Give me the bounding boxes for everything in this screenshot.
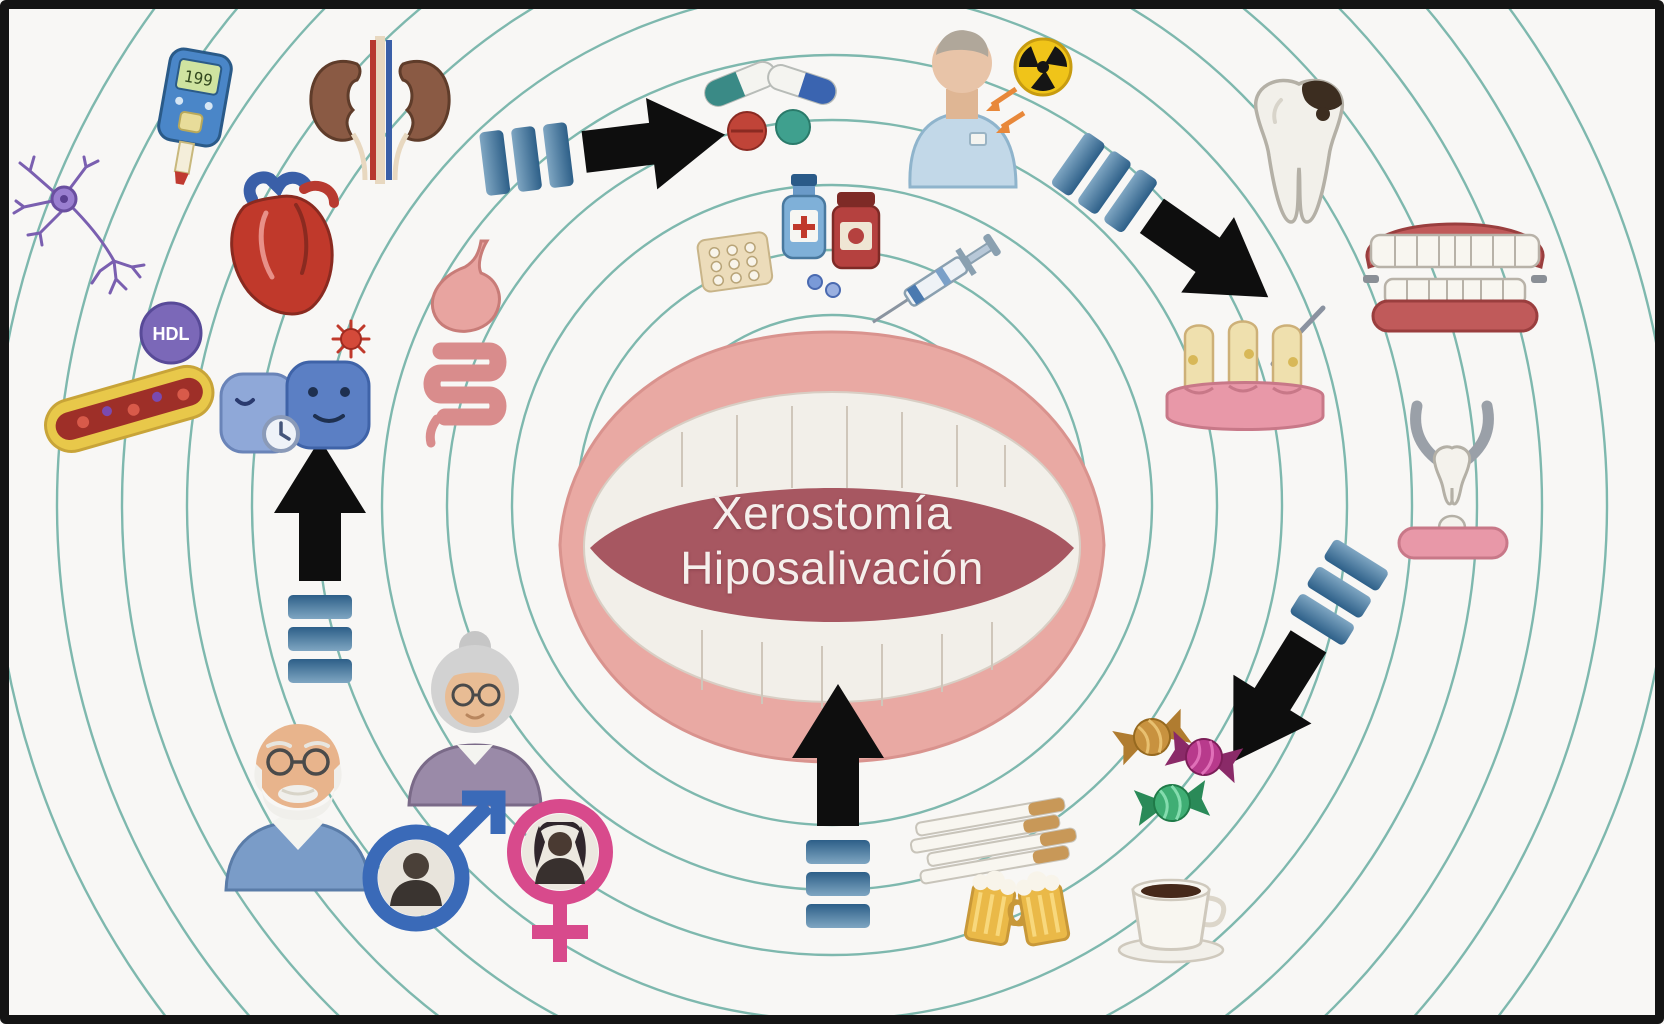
radiation-symbol-icon [1013, 37, 1073, 97]
syringe-icon [855, 215, 1015, 350]
dentures-icon [1355, 195, 1555, 350]
beer-mug-right [1007, 871, 1071, 947]
caption-line1: Xerostomía [711, 487, 953, 539]
glucometer-reading: 199 [182, 66, 214, 90]
cigarette [915, 797, 1066, 837]
male-glyph-ring [362, 824, 470, 932]
coffee-icon [1105, 850, 1245, 970]
cigarette [919, 845, 1070, 885]
upper-teeth-lines [681, 406, 1006, 488]
tooth-extraction-icon [1375, 400, 1530, 565]
blister-pack [696, 231, 774, 293]
hdl-ball [139, 301, 203, 365]
cigarettes-icon [905, 780, 1105, 895]
patient-figure [908, 30, 1018, 189]
candy-icon [1100, 695, 1260, 845]
glasses [266, 748, 330, 776]
top-left-arrow [479, 98, 726, 196]
syrup-bottle [781, 174, 827, 260]
periodontitis-icon [1155, 300, 1335, 440]
lower-teeth-lines [701, 622, 993, 708]
candy-orange [1112, 708, 1192, 766]
mood-faces-icon [215, 350, 390, 480]
heart-icon [200, 165, 365, 340]
cavity-spot [1301, 80, 1342, 111]
virus-icon [330, 318, 372, 360]
female-glyph-ring [507, 799, 613, 962]
bottom-arrow [792, 684, 884, 928]
hdl-cholesterol-icon: HDL [35, 295, 235, 465]
kidneys-icon [295, 30, 465, 190]
lower-denture [1371, 277, 1539, 333]
extracted-tooth [1432, 445, 1472, 506]
artery-shape [44, 364, 215, 453]
digestive-system-icon [385, 235, 545, 450]
glucometer-icon: 199 [120, 45, 260, 195]
mouth-illustration [558, 330, 1106, 764]
periodontal-teeth [1183, 320, 1303, 394]
hdl-label: HDL [153, 324, 190, 344]
male-symbol-icon [350, 770, 515, 950]
cigarette [909, 814, 1061, 854]
capsule [704, 60, 777, 107]
radiotherapy-patient-icon [850, 15, 1080, 190]
elderly-man-icon [210, 700, 385, 892]
female-symbol-icon [485, 780, 635, 975]
medication-bottles-icon [695, 170, 895, 320]
radiation-beams [986, 86, 1026, 133]
candy-green [1133, 780, 1211, 826]
neuron-icon [10, 155, 160, 315]
pills-icon [695, 45, 845, 160]
cigarette [926, 827, 1077, 867]
top-right-arrow [1051, 133, 1269, 298]
decayed-tooth-icon [1225, 70, 1375, 235]
beer-icon [950, 850, 1085, 970]
candy-magenta [1164, 730, 1244, 784]
pill-bottle [831, 192, 881, 270]
upper-denture [1365, 222, 1545, 270]
right-arrow [1233, 539, 1388, 762]
center-caption: Xerostomía Hiposalivación [558, 486, 1106, 596]
left-arrow [274, 439, 366, 683]
caption-line2: Hiposalivación [680, 542, 984, 595]
glasses [451, 683, 501, 707]
elderly-woman-icon [395, 625, 555, 807]
capsule [767, 64, 837, 106]
